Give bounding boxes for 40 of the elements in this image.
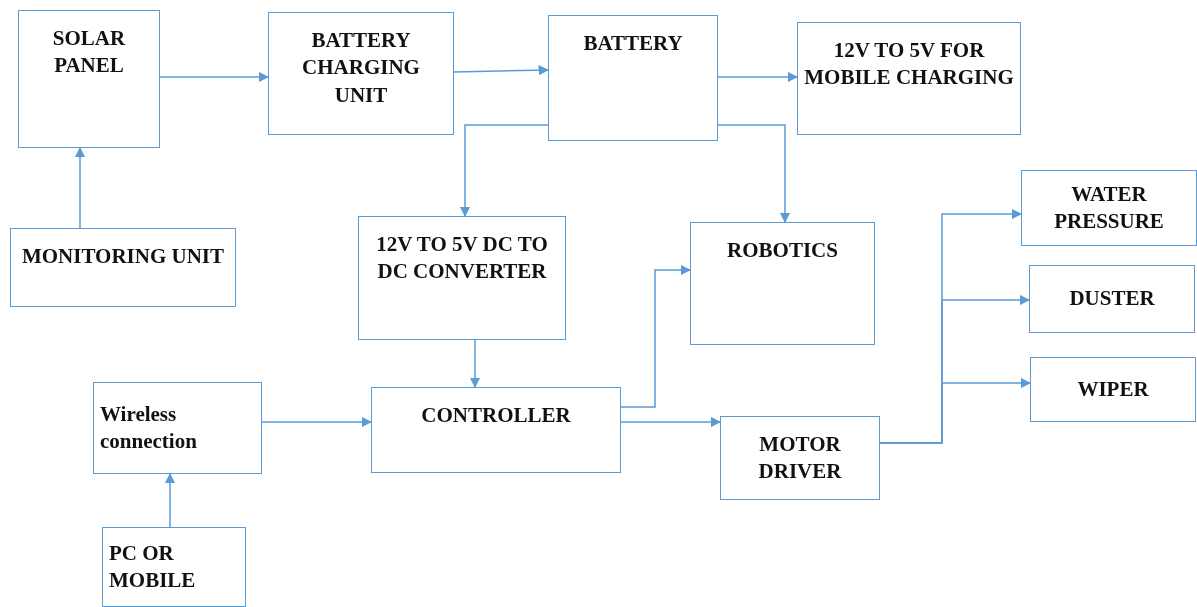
block-box (268, 12, 454, 135)
block-label: PC OR MOBILE (109, 539, 197, 594)
block-label: WIPER (1077, 375, 1149, 403)
arrow (620, 264, 692, 408)
block-label: BATTERY (583, 30, 683, 57)
block-box (93, 382, 262, 474)
arrow (459, 124, 549, 218)
block-label: DUSTER (1069, 285, 1155, 313)
arrow (74, 146, 86, 229)
block-label: ROBOTICS (727, 237, 838, 264)
block-label: 12V TO 5V DC TO DC CONVERTER (375, 231, 549, 286)
block-box (1030, 357, 1196, 422)
arrow (717, 124, 791, 224)
block-label: 12V TO 5V FOR MOBILE CHARGING (804, 37, 1014, 92)
arrow (620, 416, 722, 428)
block-box (548, 15, 718, 141)
block-box (10, 228, 236, 307)
block-box (371, 387, 621, 473)
block-label: MONITORING UNIT (21, 243, 225, 270)
block-box (18, 10, 160, 148)
block-label: SOLAR PANEL (51, 25, 127, 80)
block-label: CONTROLLER (421, 402, 571, 429)
block-box (102, 527, 246, 607)
block-box (1029, 265, 1195, 333)
arrow (159, 71, 270, 83)
block-box (1021, 170, 1197, 246)
arrow (453, 64, 550, 76)
arrow (164, 472, 176, 528)
block-label: BATTERY CHARGING UNIT (301, 27, 421, 109)
block-box (797, 22, 1021, 135)
block-box (720, 416, 880, 500)
arrow (879, 377, 1032, 444)
arrow (261, 416, 373, 428)
arrow (717, 71, 799, 83)
block-label: WATER PRESSURE (1053, 180, 1165, 235)
block-box (358, 216, 566, 340)
block-label: MOTOR DRIVER (757, 430, 843, 485)
block-label: Wireless connection (100, 400, 198, 455)
block-box (690, 222, 875, 345)
arrow (469, 339, 481, 389)
